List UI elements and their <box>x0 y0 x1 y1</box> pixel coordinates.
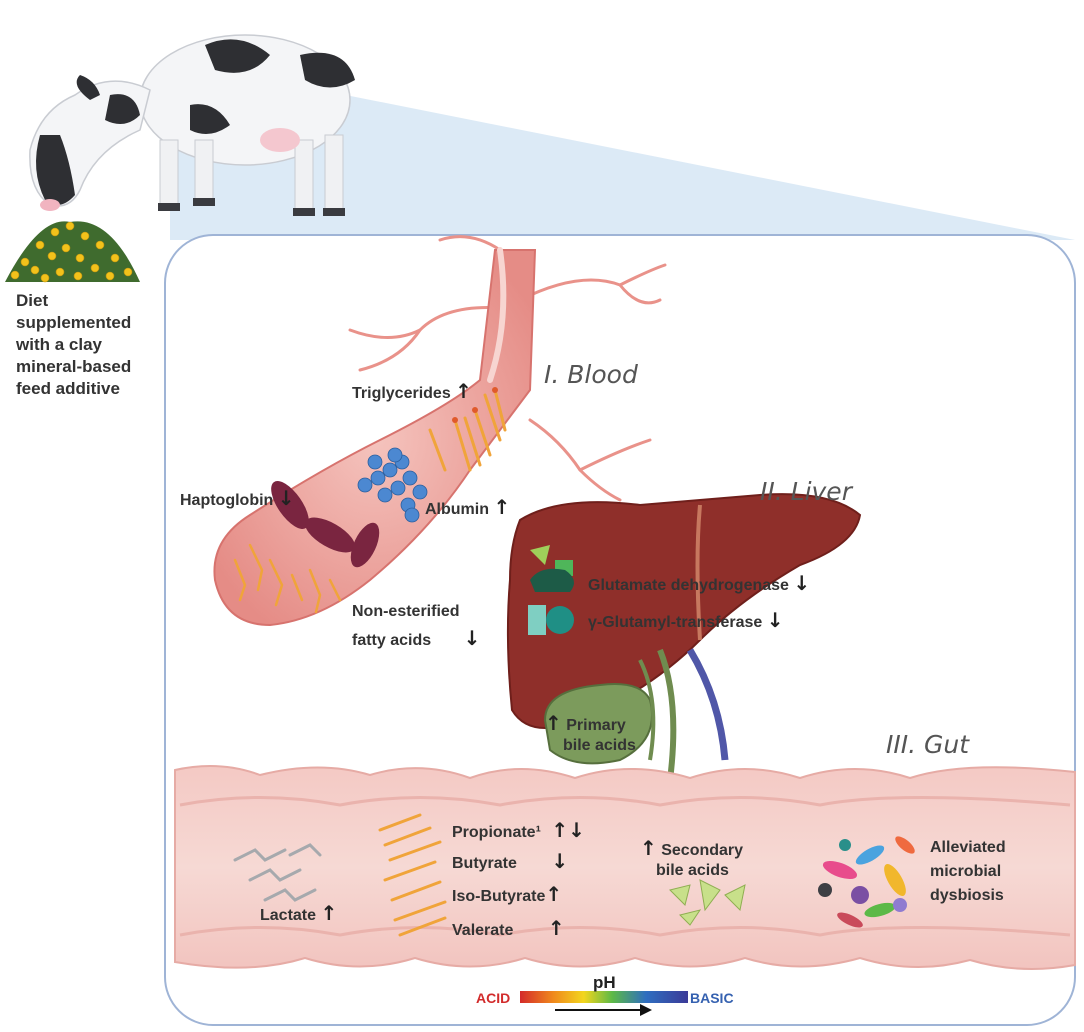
up-arrow-icon: ↑ <box>547 916 565 940</box>
secondary-bile-acids-label: ↑ Secondary <box>640 836 744 860</box>
ph-basic-label: BASIC <box>690 990 734 1006</box>
cow-illustration <box>29 34 355 216</box>
ggt-label: γ-Glutamyl-transferase ↓ <box>588 608 784 632</box>
diet-label: Diet supplemented with a clay mineral-ba… <box>16 290 156 400</box>
red-blood-cells <box>271 481 380 568</box>
diet-line-4: mineral-based <box>16 357 132 376</box>
gldh-label: Glutamate dehydrogenase ↓ <box>588 571 811 595</box>
section-liver: II. Liver <box>760 477 852 506</box>
ph-acid-label: ACID <box>476 990 511 1006</box>
nefa-label-line-2: fatty acids ↓ <box>352 626 481 650</box>
nefa-molecules <box>233 543 342 614</box>
blood-vessel <box>213 247 537 627</box>
up-arrow-icon: ↑ <box>320 901 338 925</box>
view-cone <box>170 80 1075 240</box>
diet-line-3: with a clay <box>16 335 102 354</box>
dysbiosis-label-line-1: Alleviated <box>930 839 1006 856</box>
liver <box>506 493 862 729</box>
down-arrow-icon: ↓ <box>463 626 481 650</box>
enzyme-ggt <box>528 605 574 635</box>
up-arrow-icon: ↑ <box>493 495 511 519</box>
scfa-molecules <box>378 813 447 937</box>
up-arrow-icon: ↑ <box>640 836 657 860</box>
triglycerides-label: Triglycerides ↑ <box>352 379 472 403</box>
albumin-label: Albumin ↑ <box>425 495 511 519</box>
down-arrow-icon: ↓ <box>551 849 569 873</box>
down-arrow-icon: ↓ <box>766 608 784 632</box>
ph-gradient-bar <box>520 991 688 1003</box>
nefa-label: Non-esterified <box>352 602 460 622</box>
albumin-molecules <box>357 447 428 523</box>
ph-title: pH <box>593 973 616 992</box>
diet-line-2: supplemented <box>16 313 132 332</box>
primary-bile-acids-line-2: bile acids <box>563 737 636 754</box>
down-arrow-icon: ↓ <box>793 571 811 595</box>
nefa-line-1: Non-esterified <box>352 603 460 620</box>
valerate-label: Valerate ↑ <box>452 916 565 940</box>
section-gut: III. Gut <box>886 730 970 759</box>
secondary-bile-acid-molecules <box>669 879 746 926</box>
up-arrow-icon: ↑ <box>545 711 562 735</box>
up-arrow-icon: ↑ <box>545 882 563 906</box>
section-blood: I. Blood <box>544 360 638 389</box>
gallbladder <box>543 648 729 781</box>
microbes <box>818 836 915 928</box>
haptoglobin-label: Haptoglobin ↓ <box>180 486 295 510</box>
dysbiosis-label-line-3: dysbiosis <box>930 887 1004 904</box>
secondary-bile-acids-line-2: bile acids <box>656 862 729 879</box>
butyrate-label: Butyrate ↓ <box>452 849 569 873</box>
up-arrow-icon: ↑ <box>455 379 472 403</box>
dysbiosis-label-line-2: microbial <box>930 863 1002 880</box>
propionate-label: Propionate¹ ↑↓ <box>452 818 585 842</box>
diet-line-1: Diet <box>16 291 49 310</box>
capillaries <box>348 235 667 502</box>
triglyceride-molecules <box>428 388 507 472</box>
lactate-molecules <box>233 843 322 902</box>
lactate-label: Lactate ↑ <box>260 901 338 925</box>
primary-bile-acids-label: ↑ Primary <box>545 711 626 735</box>
up-down-arrow-icon: ↑↓ <box>551 818 585 842</box>
down-arrow-icon: ↓ <box>277 486 295 510</box>
diet-line-5: feed additive <box>16 379 120 398</box>
isobutyrate-label: Iso-Butyrate↑ <box>452 882 563 906</box>
feed-pile <box>5 221 140 283</box>
enzyme-glutamate-dehydrogenase <box>530 545 574 592</box>
